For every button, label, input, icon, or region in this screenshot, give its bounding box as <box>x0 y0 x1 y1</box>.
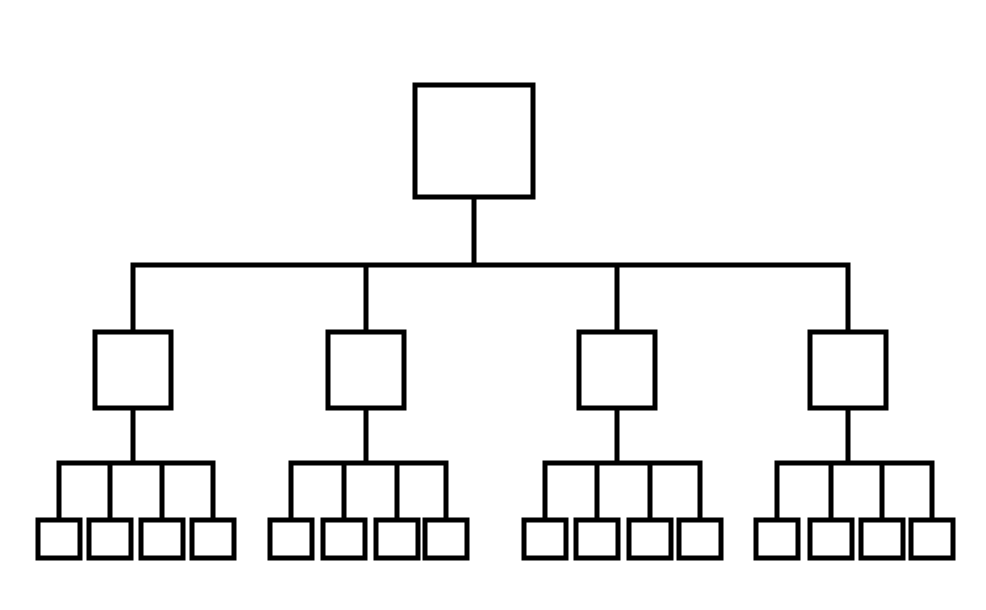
level-2-node <box>189 517 237 561</box>
level-2-node <box>858 517 906 561</box>
level-2-node <box>138 517 186 561</box>
level-2-node <box>573 517 621 561</box>
level-2-node <box>422 517 470 561</box>
level-1-node <box>807 329 889 411</box>
level-1-node <box>576 329 658 411</box>
level-2-node <box>626 517 674 561</box>
level-1-node <box>325 329 407 411</box>
level-2-node <box>807 517 855 561</box>
root-node <box>412 82 536 200</box>
level-2-node <box>86 517 134 561</box>
level-2-node <box>373 517 421 561</box>
level-2-node <box>908 517 956 561</box>
level-2-node <box>267 517 315 561</box>
level-2-node <box>521 517 569 561</box>
level-2-node <box>320 517 368 561</box>
level-1-node <box>92 329 174 411</box>
node-layer <box>35 82 956 561</box>
level-2-node <box>676 517 724 561</box>
connector-layer <box>56 194 935 523</box>
level-2-node <box>35 517 83 561</box>
level-2-node <box>753 517 801 561</box>
